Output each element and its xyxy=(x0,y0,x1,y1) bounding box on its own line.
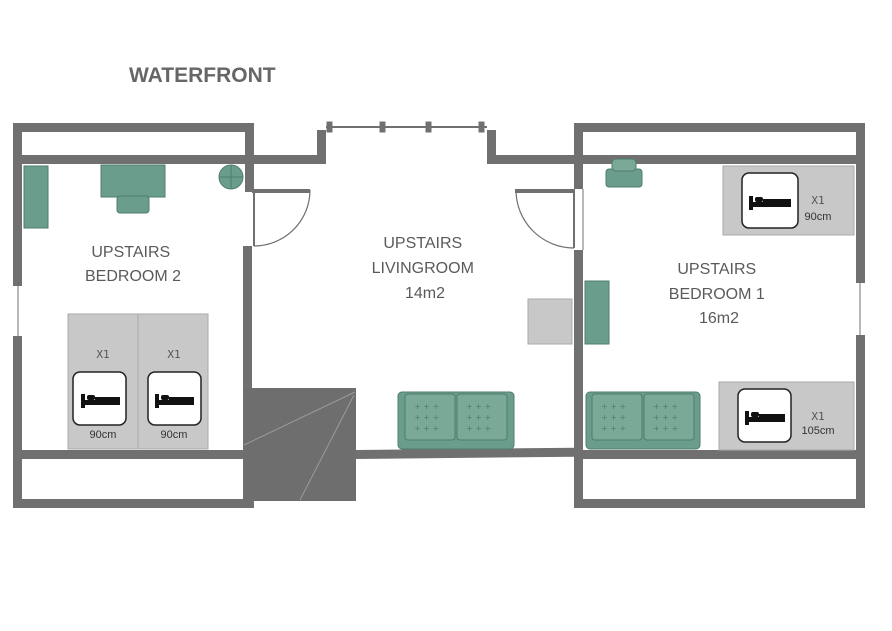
sofa-icon: + + + + + + + + + + + + + + + + + + xyxy=(397,391,515,450)
bed-count: X1 xyxy=(167,348,180,361)
bed-icon xyxy=(147,371,202,426)
plan-title: WATERFRONT xyxy=(129,64,276,87)
bed-icon xyxy=(737,388,792,443)
sofa-bedroom1: + + + + + + + + + + + + + + + + + + xyxy=(585,391,701,450)
room-label-bedroom1: UPSTAIRS BEDROOM 1 16m2 xyxy=(669,261,769,327)
bed-size: 90cm xyxy=(805,211,832,223)
svg-text:+ + +: + + + xyxy=(466,424,491,433)
svg-text:+ + +: + + + xyxy=(601,402,626,411)
bed-b2-right: X1 90cm xyxy=(137,313,209,450)
svg-text:+ + +: + + + xyxy=(414,402,439,411)
svg-text:+ + +: + + + xyxy=(414,424,439,433)
desk-icon xyxy=(100,164,166,198)
door-bedroom1 xyxy=(515,189,575,249)
bed-icon xyxy=(72,371,127,426)
svg-text:+ + +: + + + xyxy=(653,402,678,411)
svg-text:+ + +: + + + xyxy=(653,413,678,422)
bed-size: 105cm xyxy=(801,425,834,437)
bed-b2-left: X1 90cm xyxy=(67,313,139,450)
svg-text:+ + +: + + + xyxy=(601,413,626,422)
svg-text:+ + +: + + + xyxy=(653,424,678,433)
wardrobe-bedroom1 xyxy=(584,280,610,345)
svg-text:+ + +: + + + xyxy=(601,424,626,433)
walls xyxy=(13,123,865,508)
bed-size: 90cm xyxy=(161,429,188,441)
staircase-icon xyxy=(243,388,356,501)
bed-count: X1 xyxy=(96,348,109,361)
room-label-livingroom: UPSTAIRS LIVINGROOM 14m2 xyxy=(372,235,479,302)
side-windows xyxy=(17,189,861,336)
svg-text:+ + +: + + + xyxy=(414,413,439,422)
radiator-fan-icon xyxy=(218,164,244,190)
side-table xyxy=(527,298,573,345)
sliding-window xyxy=(326,121,487,133)
room-label-bedroom2: UPSTAIRS BEDROOM 2 xyxy=(85,244,181,285)
bed-b1-top: X1 90cm xyxy=(722,165,855,236)
lamp-icon xyxy=(605,158,643,188)
bed-size: 90cm xyxy=(90,429,117,441)
svg-text:+ + +: + + + xyxy=(466,413,491,422)
bed-icon xyxy=(741,172,799,229)
svg-text:+ + +: + + + xyxy=(466,402,491,411)
bed-count: X1 xyxy=(811,410,824,423)
wardrobe-bedroom2 xyxy=(23,165,49,229)
chair-icon xyxy=(116,195,150,214)
bed-b1-bottom: X1 105cm xyxy=(718,381,855,451)
bed-count: X1 xyxy=(811,194,824,207)
door-bedroom2 xyxy=(253,189,311,247)
